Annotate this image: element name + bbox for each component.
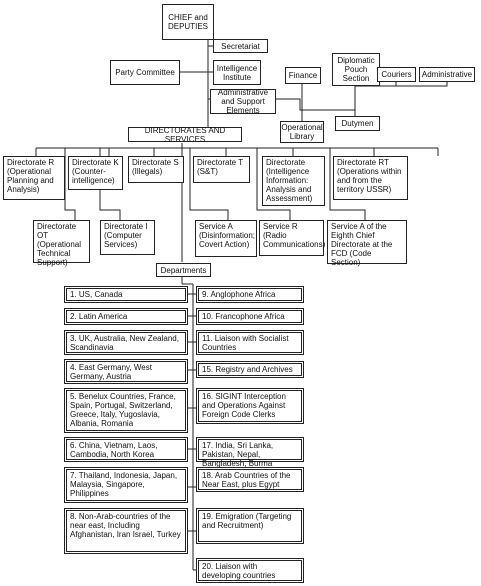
connector [189, 148, 229, 220]
dutymen-label: Dutymen [341, 119, 374, 128]
department-label: 3. UK, Australia, New Zealand, Scandinav… [70, 334, 179, 352]
administrative-label: Administrative [421, 70, 473, 79]
secretariat-box: Secretariat [213, 39, 268, 53]
diplomatic-pouch-box: Diplomatic Pouch Section [332, 53, 380, 86]
connector [64, 148, 76, 220]
directorate-t-box: Directorate T (S&T) [193, 156, 250, 183]
department-label: 1. US, Canada [70, 290, 123, 299]
directorate-ot-label: Directorate OT (Operational Technical Su… [37, 222, 82, 267]
department-10: 10. Francophone Africa [196, 308, 304, 325]
directorate-t-label: Directorate T (S&T) [197, 158, 243, 176]
department-label: 2. Latin America [70, 312, 128, 321]
department-9: 9. Anglophone Africa [196, 286, 304, 303]
department-label: 19. Emigration (Targeting and Recruitmen… [202, 512, 292, 530]
department-label: 20. Liaison with developing countries [202, 562, 276, 580]
department-3: 3. UK, Australia, New Zealand, Scandinav… [64, 330, 188, 355]
admin-support-box: Administrative and Support Elements [210, 88, 276, 115]
departments-header-label: Departments [160, 265, 207, 275]
department-label: 8. Non-Arab-countries of the near east, … [70, 512, 181, 539]
department-label: 6. China, Vietnam, Laos, Cambodia, North… [70, 441, 158, 459]
directorate-rt-box: Directorate RT (Operations within and fr… [333, 156, 408, 200]
party-committee-label: Party Committee [115, 68, 175, 77]
directorate-k-label: Directorate K (Counter-intelligence) [72, 158, 119, 185]
connector [256, 148, 291, 220]
service-a-fcd-label: Service A of the Eighth Chief Directorat… [331, 222, 393, 267]
service-r-box: Service R (Radio Communications) [259, 220, 326, 256]
departments-header: Departments [156, 263, 211, 277]
department-6: 6. China, Vietnam, Laos, Cambodia, North… [64, 437, 188, 462]
party-committee-box: Party Committee [110, 60, 180, 85]
directorate-i-label: Directorate I (Computer Services) [104, 222, 148, 249]
chief-label: CHIEF and DEPUTIES [167, 13, 208, 31]
service-r-label: Service R (Radio Communications) [263, 222, 326, 249]
chief-box: CHIEF and DEPUTIES [162, 4, 214, 40]
department-4: 4. East Germany, West Germany, Austria [64, 359, 188, 384]
operational-library-box: Operational Library [280, 121, 324, 143]
department-2: 2. Latin America [64, 308, 188, 325]
connector [329, 148, 366, 220]
finance-box: Finance [285, 67, 321, 84]
department-label: 4. East Germany, West Germany, Austria [70, 363, 152, 381]
department-label: 17. India, Sri Lanka, Pakistan, Nepal, B… [202, 441, 274, 468]
intelligence-institute-box: Intelligence Institute [213, 60, 261, 85]
intelligence-institute-label: Intelligence Institute [216, 63, 258, 82]
department-label: 10. Francophone Africa [202, 312, 285, 321]
connector [276, 98, 355, 111]
diplomatic-pouch-label: Diplomatic Pouch Section [337, 56, 375, 83]
department-1: 1. US, Canada [64, 286, 188, 303]
department-label: 15. Registry and Archives [202, 365, 293, 374]
service-a-label: Service A (Disinformation; Covert Action… [199, 222, 256, 249]
directorate-r-box: Directorate R (Operational Planning and … [3, 156, 65, 200]
department-5: 5. Benelux Countries, France, Spain, Por… [64, 388, 188, 433]
department-16: 16. SIGINT Interception and Operations A… [196, 388, 304, 424]
directorate-ot-box: Directorate OT (Operational Technical Su… [33, 220, 90, 267]
department-7: 7. Thailand, Indonesia, Japan, Malaysia,… [64, 467, 188, 503]
department-label: 11. Liaison with Socialist Countries [202, 334, 289, 352]
department-label: 18. Arab Countries of the Near East, plu… [202, 471, 291, 489]
department-15: 15. Registry and Archives [196, 361, 304, 378]
dutymen-box: Dutymen [335, 116, 380, 131]
directorates-header: DIRECTORATES AND SERVICES [128, 125, 242, 144]
directorate-rt-label: Directorate RT (Operations within and fr… [337, 158, 402, 194]
department-label: 5. Benelux Countries, France, Spain, Por… [70, 392, 176, 428]
finance-label: Finance [288, 71, 318, 80]
department-label: 16. SIGINT Interception and Operations A… [202, 392, 286, 419]
department-label: 7. Thailand, Indonesia, Japan, Malaysia,… [70, 471, 178, 498]
department-8: 8. Non-Arab-countries of the near east, … [64, 508, 188, 554]
operational-library-label: Operational Library [281, 123, 323, 141]
administrative-box: Administrative [419, 67, 475, 82]
directorate-k-box: Directorate K (Counter-intelligence) [68, 156, 123, 190]
directorate-i-box: Directorate I (Computer Services) [100, 220, 155, 255]
department-19: 19. Emigration (Targeting and Recruitmen… [196, 508, 304, 544]
directorate-s-box: Directorate S (Illegals) [128, 156, 184, 183]
directorate-s-label: Directorate S (Illegals) [132, 158, 179, 176]
directorates-header-label: DIRECTORATES AND SERVICES [144, 125, 226, 144]
department-label: 9. Anglophone Africa [202, 290, 276, 299]
admin-support-label: Administrative and Support Elements [217, 88, 269, 115]
service-a-fcd-box: Service A of the Eighth Chief Directorat… [327, 220, 407, 267]
service-a-box: Service A (Disinformation; Covert Action… [195, 220, 257, 257]
directorate-r-label: Directorate R (Operational Planning and … [7, 158, 55, 194]
couriers-label: Couriers [381, 70, 412, 79]
secretariat-label: Secretariat [221, 41, 260, 51]
department-17: 17. India, Sri Lanka, Pakistan, Nepal, B… [196, 437, 304, 468]
department-20: 20. Liaison with developing countries [196, 558, 304, 583]
department-18: 18. Arab Countries of the Near East, plu… [196, 467, 304, 492]
connector [355, 82, 448, 87]
directorate-intel-box: Directorate (Intelligence Information: A… [262, 156, 325, 206]
department-11: 11. Liaison with Socialist Countries [196, 330, 304, 355]
directorate-intel-label: Directorate (Intelligence Information: A… [266, 158, 313, 203]
couriers-box: Couriers [377, 67, 416, 82]
